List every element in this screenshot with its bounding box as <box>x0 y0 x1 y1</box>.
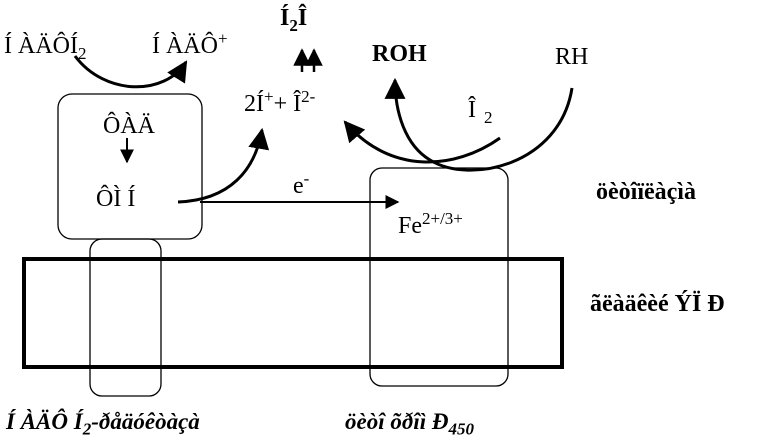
nadp-label: Í ÀÄÔ+ <box>152 29 228 59</box>
fmn-to-protons-arrow <box>177 127 270 204</box>
cytochrome-label: öèòî õðîì Ð450 <box>345 409 474 439</box>
fmn-label: ÔÌ Í <box>96 186 136 212</box>
oxygen-activation-arrow <box>343 120 501 164</box>
cytoplasm-label: öèòîïëàçìà <box>596 179 696 205</box>
rh-label: RH <box>555 44 589 70</box>
er-membrane-label: ãëàäêèé ÝÏ Ð <box>590 291 725 317</box>
water-label: Í2Î <box>280 5 308 35</box>
er-membrane-bar <box>22 257 564 369</box>
iron-label: Fe2+/3+ <box>398 209 463 239</box>
reductase-anchor <box>89 238 162 397</box>
electron-label: e- <box>293 169 310 199</box>
reductase-label: Í ÀÄÔ Í2-ðåäóêòàçà <box>6 409 200 439</box>
roh-label: ROH <box>372 41 427 67</box>
products-label: 2Í++ Î2- <box>244 87 316 117</box>
fad-label: ÔÀÄ <box>103 113 155 139</box>
cytochrome-box <box>369 167 509 387</box>
substrate-hydroxylation-arrow <box>384 77 574 172</box>
nadph-label: Í ÀÄÔÍ2 <box>4 33 87 63</box>
nadph-oxidation-arrow <box>73 55 188 89</box>
